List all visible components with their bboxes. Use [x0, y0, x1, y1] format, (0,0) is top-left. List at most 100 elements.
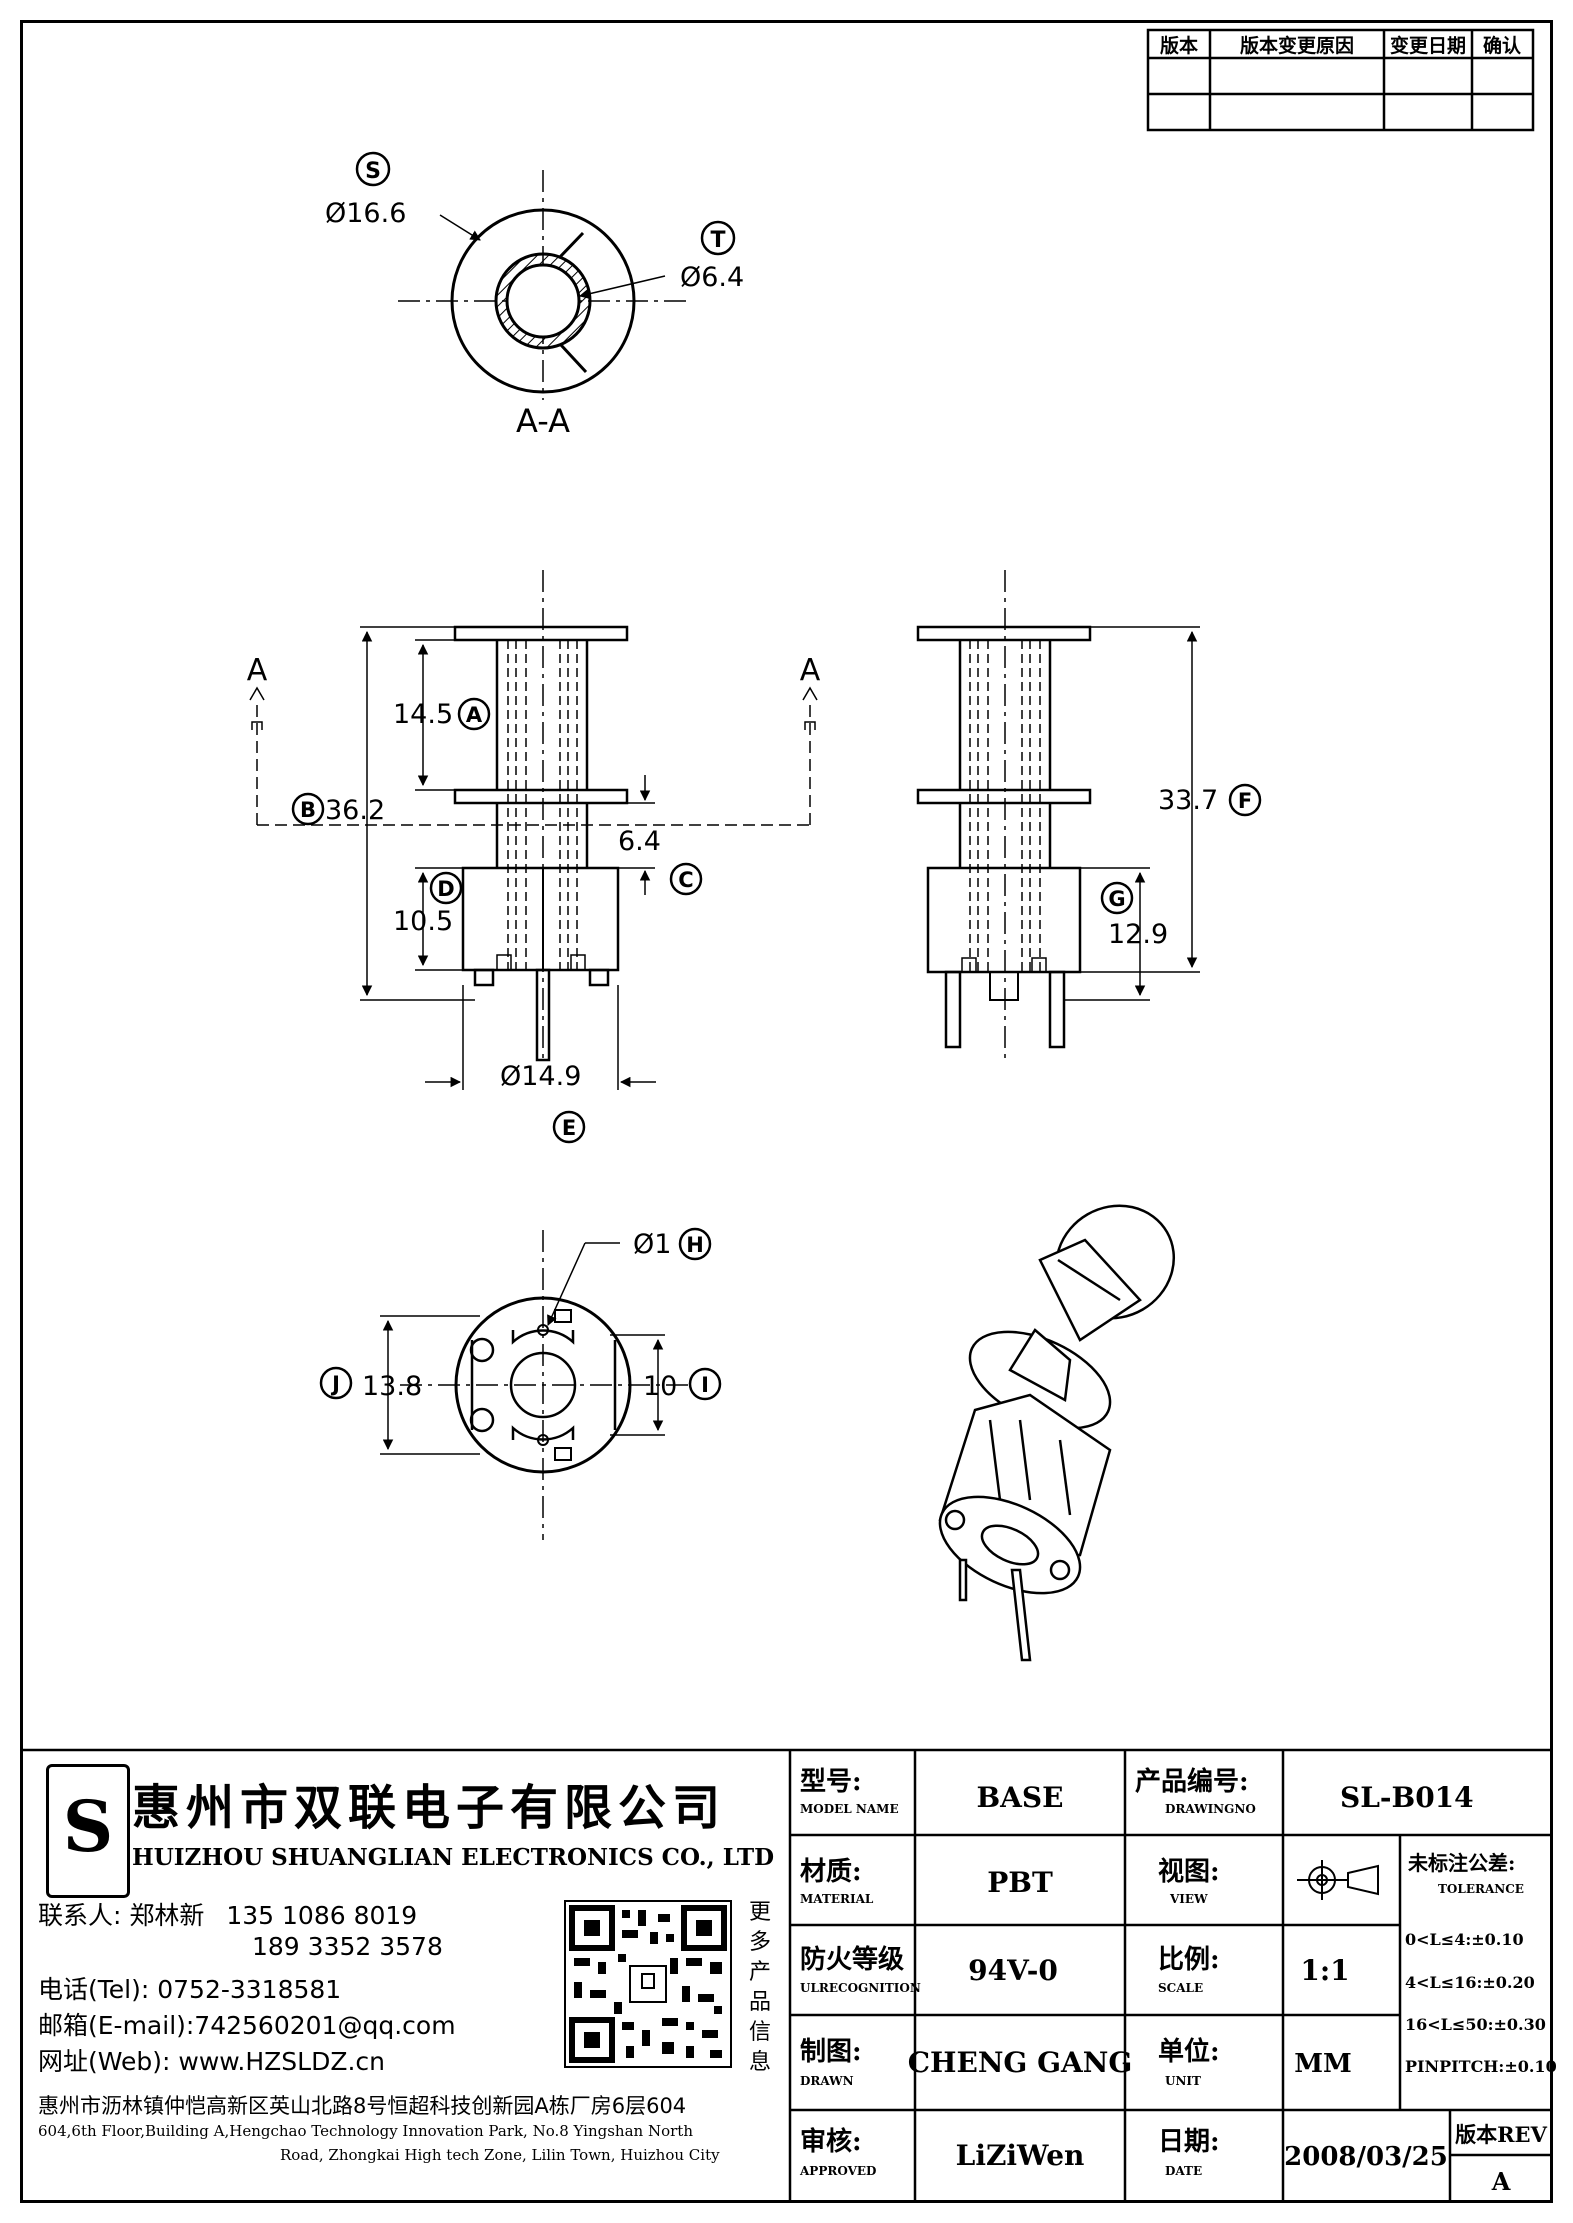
- drawn-label-en: DRAWN: [800, 2074, 854, 2088]
- rev-label: 版本REV: [1455, 2122, 1547, 2147]
- address-en-2: Road, Zhongkai High tech Zone, Lilin Tow…: [280, 2146, 720, 2164]
- dim-e-value: Ø14.9: [500, 1061, 581, 1092]
- material-value: PBT: [987, 1866, 1053, 1899]
- dim-d-value: 10.5: [393, 906, 453, 937]
- phone-2: 189 3352 3578: [252, 1932, 443, 1961]
- date-value: 2008/03/25: [1284, 2142, 1448, 2172]
- more-info-char: 息: [748, 2050, 771, 2075]
- isometric-view: [938, 1204, 1176, 1662]
- tolerance-row-1: 0<L≤4:±0.10: [1405, 1930, 1524, 1949]
- view-label: 视图:: [1158, 1857, 1220, 1887]
- tolerance-row-2: 4<L≤16:±0.20: [1405, 1973, 1535, 1992]
- more-info-char: 产: [748, 1960, 771, 1985]
- label-h: H: [686, 1233, 704, 1257]
- label-b: B: [300, 798, 316, 822]
- view-label-en: VIEW: [1169, 1892, 1208, 1906]
- front-view: [249, 570, 818, 1090]
- model-value: BASE: [977, 1781, 1064, 1814]
- unit-value: MM: [1294, 2049, 1352, 2079]
- section-view-aa: [398, 170, 690, 400]
- dim-outer-diameter: Ø16.6: [325, 198, 406, 229]
- company-name-en: HUIZHOU SHUANGLIAN ELECTRONICS CO., LTD: [132, 1844, 775, 1871]
- side-view: [916, 570, 1200, 1060]
- company-info: S 惠州市双联电子有限公司 HUIZHOU SHUANGLIAN ELECTRO…: [30, 1750, 790, 2180]
- dim-a-value: 14.5: [393, 699, 453, 730]
- scale-value: 1:1: [1300, 1954, 1349, 1987]
- approved-value: LiZiWen: [956, 2139, 1085, 2172]
- tel-line: 电话(Tel): 0752-3318581: [38, 1975, 342, 2004]
- dim-j-value: 13.8: [362, 1371, 422, 1402]
- rev-value: A: [1491, 2167, 1511, 2196]
- label-c: C: [678, 868, 693, 892]
- scale-label-en: SCALE: [1158, 1981, 1203, 1995]
- material-label-en: MATERIAL: [800, 1892, 874, 1906]
- tolerance-label: 未标注公差:: [1408, 1851, 1515, 1875]
- email-line: 邮箱(E-mail):742560201@qq.com: [38, 2011, 456, 2040]
- dim-c-value: 6.4: [618, 826, 661, 857]
- cut-arrow-left: A: [247, 653, 268, 688]
- drawing-no-label-en: DRAWINGNO: [1165, 1802, 1256, 1816]
- more-info-char: 品: [748, 1990, 771, 2015]
- label-i: I: [701, 1373, 709, 1397]
- contact-name: 郑林新: [129, 1901, 205, 1930]
- qr-code: [564, 1900, 732, 2068]
- label-d: D: [437, 877, 454, 901]
- title-block: [20, 1748, 1553, 2203]
- label-t: T: [710, 228, 725, 253]
- model-label-en: MODEL NAME: [800, 1802, 899, 1816]
- address-cn: 惠州市沥林镇仲恺高新区英山北路8号恒超科技创新园A栋厂房6层604: [38, 2094, 687, 2118]
- label-j: J: [330, 1372, 340, 1396]
- drawn-value: CHENG GANG: [908, 2046, 1132, 2079]
- tolerance-row-4: PINPITCH:±0.10: [1405, 2057, 1557, 2076]
- web-line: 网址(Web): www.HZSLDZ.cn: [38, 2047, 386, 2076]
- bottom-view: [380, 1230, 690, 1540]
- rev-header-version: 版本: [1160, 34, 1198, 57]
- company-logo: S: [46, 1764, 130, 1898]
- dim-i-value: 10: [643, 1371, 677, 1402]
- tolerance-row-3: 16<L≤50:±0.30: [1405, 2015, 1546, 2034]
- dim-b-value: 36.2: [325, 795, 385, 826]
- more-info-char: 信: [748, 2020, 771, 2045]
- fire-value: 94V-0: [968, 1954, 1058, 1987]
- label-e: E: [562, 1116, 576, 1140]
- contact-label: 联系人:: [38, 1901, 122, 1930]
- drawing-no-label: 产品编号:: [1135, 1766, 1249, 1797]
- dim-g-value: 12.9: [1108, 919, 1168, 950]
- revision-table: [1146, 28, 1535, 132]
- unit-label: 单位:: [1158, 2036, 1220, 2067]
- address-en-1: 604,6th Floor,Building A,Hengchao Techno…: [38, 2122, 693, 2140]
- view-symbol: [1297, 1860, 1379, 1900]
- more-info-vertical: 更 多 产 品 信 息: [748, 1898, 772, 2078]
- approved-label: 审核:: [800, 2126, 862, 2157]
- tolerance-label-en: TOLERANCE: [1438, 1882, 1524, 1896]
- contact-row: 联系人: 郑林新 135 1086 8019: [38, 1896, 417, 1932]
- dim-inner-diameter: Ø6.4: [680, 262, 744, 293]
- scale-label: 比例:: [1158, 1945, 1220, 1975]
- phone-1: 135 1086 8019: [226, 1901, 418, 1930]
- material-label: 材质:: [800, 1857, 862, 1887]
- approved-label-en: APPROVED: [799, 2164, 876, 2178]
- date-label: 日期:: [1158, 2127, 1220, 2157]
- more-info-char: 多: [748, 1930, 771, 1955]
- drawn-label: 制图:: [800, 2037, 862, 2067]
- section-name: A-A: [516, 402, 570, 440]
- drawing-frame: [20, 20, 1553, 2203]
- fire-label: 防火等级: [800, 1944, 904, 1975]
- label-a: A: [466, 703, 483, 727]
- label-g: G: [1108, 887, 1125, 911]
- fire-label-en: ULRECOGNITION: [800, 1981, 921, 1995]
- label-s: S: [365, 159, 381, 184]
- dim-f-value: 33.7: [1158, 785, 1218, 816]
- drawing-no-value: SL-B014: [1340, 1781, 1474, 1814]
- rev-header-date: 变更日期: [1390, 34, 1466, 57]
- cut-arrow-right: A: [800, 653, 821, 688]
- more-info-char: 更: [748, 1900, 771, 1925]
- unit-label-en: UNIT: [1165, 2074, 1201, 2088]
- rev-header-confirm: 确认: [1483, 34, 1521, 57]
- dim-h-value: Ø1: [633, 1229, 671, 1260]
- date-label-en: DATE: [1165, 2164, 1202, 2178]
- company-name-cn: 惠州市双联电子有限公司: [132, 1780, 727, 1836]
- model-label: 型号:: [800, 1767, 862, 1797]
- rev-header-reason: 版本变更原因: [1240, 34, 1354, 57]
